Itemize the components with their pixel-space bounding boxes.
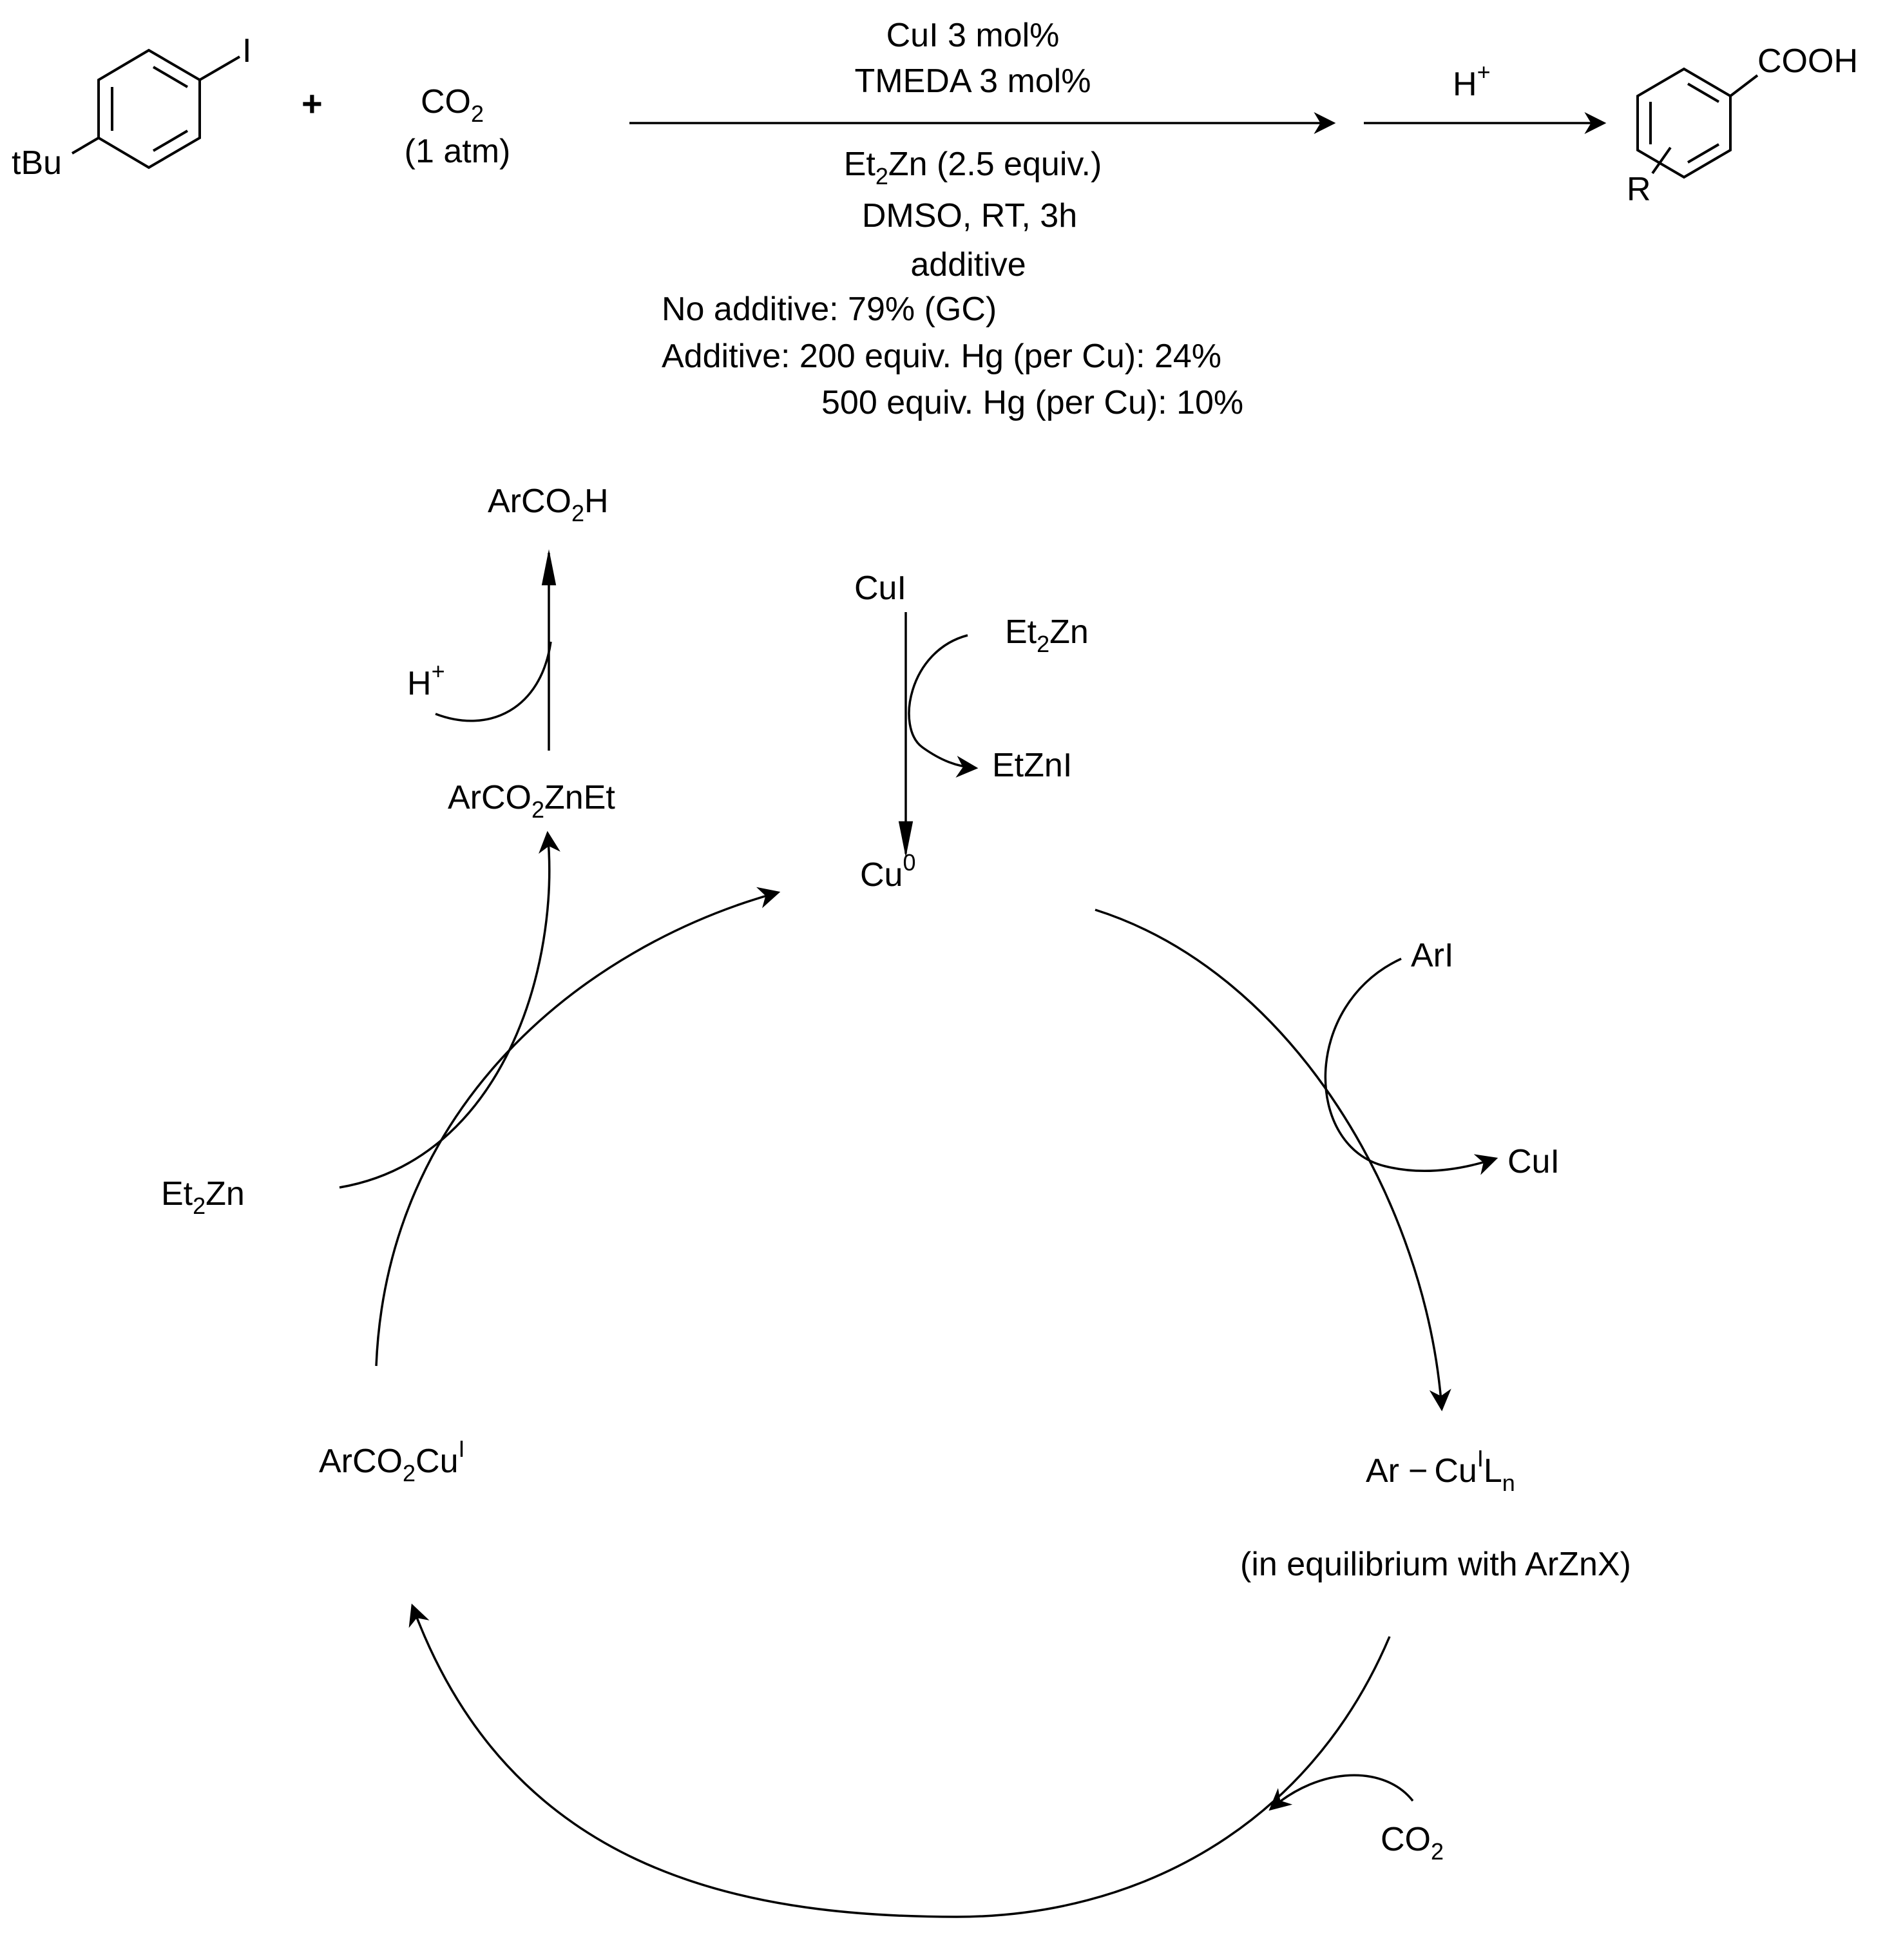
co2-base: CO [421, 83, 471, 120]
condition-tmeda: TMEDA 3 mol% [855, 62, 1091, 100]
plus-sign: + [301, 83, 323, 124]
acid-label: H+ [1453, 59, 1491, 103]
condition-additive: additive [910, 246, 1026, 283]
r-bond [1651, 146, 1672, 175]
svg-text:CO2: CO2 [421, 83, 484, 127]
co2-subscript: 2 [471, 101, 484, 127]
cui-precatalyst: CuI [854, 570, 906, 607]
et2zn-in-etzni-out-arrow [908, 634, 979, 778]
c-cooh-bond [1729, 74, 1759, 97]
copper-carboxylate: ArCO2CuI [319, 1436, 465, 1486]
result-additive-500: 500 equiv. Hg (per Cu): 10% [821, 384, 1243, 421]
cui-byproduct: CuI [1507, 1143, 1560, 1180]
c-tbu-bond [71, 137, 100, 155]
etzni-byproduct: EtZnI [992, 747, 1072, 784]
ring-double-bond [1687, 82, 1720, 103]
cycle-arrow-oxidative-addition [1095, 908, 1451, 1412]
result-additive-200: Additive: 200 equiv. Hg (per Cu): 24% [662, 338, 1221, 375]
ring-double-bond [152, 130, 189, 152]
cycle-arrow-transmetalation [375, 887, 781, 1367]
zinc-carboxylate: ArCO2ZnEt [448, 779, 615, 823]
aryl-iodide-structure: I tBu [12, 32, 251, 182]
ari-in-cui-out-arrow [1324, 957, 1498, 1175]
ring-double-bond [1687, 143, 1720, 164]
co2-reactant: CO2 (1 atm) [405, 83, 511, 170]
equilibrium-note: (in equilibrium with ArZnX) [1240, 1546, 1631, 1583]
ring-double-bond [152, 66, 189, 88]
et2zn-reductant: Et2Zn [1005, 613, 1089, 657]
proton-label: H+ [407, 658, 445, 702]
proton-in-arc [435, 641, 552, 722]
aryl-copper-intermediate: Ar−CuILn [1366, 1445, 1515, 1496]
co2-pressure: (1 atm) [405, 133, 511, 170]
benzoic-acid-structure: COOH R [1627, 43, 1858, 208]
cu0-catalyst: Cu0 [860, 849, 916, 894]
et2zn-in-arrow [339, 831, 560, 1189]
cycle-arrow-co2-insertion [408, 1603, 1391, 1918]
et2zn-transmetalation: Et2Zn [161, 1175, 245, 1219]
cooh-label: COOH [1757, 43, 1858, 80]
benzene-ring [97, 48, 201, 169]
co2-reagent: CO2 [1381, 1821, 1444, 1865]
iodine-label: I [242, 32, 251, 70]
ari-reagent: ArI [1411, 937, 1453, 974]
product-arco2h: ArCO2H [488, 483, 609, 526]
r-label: R [1627, 171, 1651, 208]
c-i-bond [198, 55, 241, 81]
co2-in-arrow [1268, 1774, 1414, 1811]
result-no-additive: No additive: 79% (GC) [662, 291, 997, 328]
condition-cui: CuI 3 mol% [886, 17, 1060, 54]
condition-et2zn: Et2Zn (2.5 equiv.) [844, 146, 1102, 189]
tbu-label: tBu [12, 144, 62, 182]
condition-solvent: DMSO, RT, 3h [862, 197, 1077, 235]
